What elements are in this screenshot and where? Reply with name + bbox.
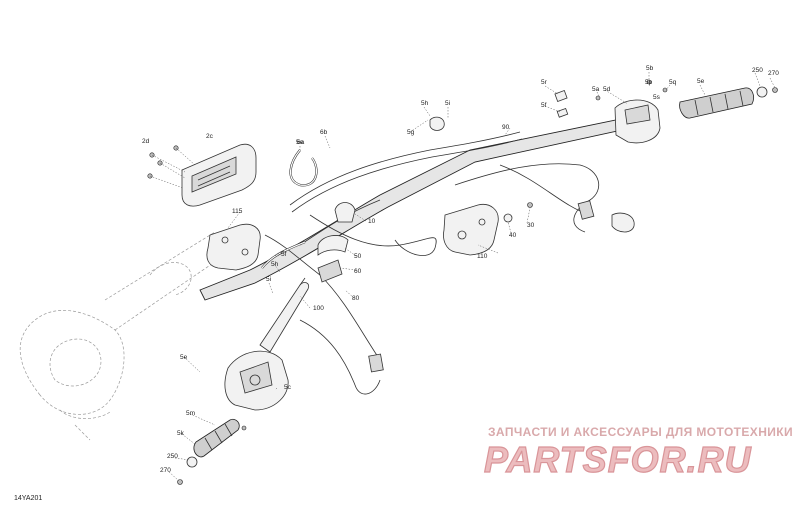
callout-5h-mid: 5h <box>271 261 279 268</box>
display-cluster <box>181 143 257 207</box>
callout-5s: 5s <box>653 94 661 101</box>
mount-clamp-110 <box>443 203 499 256</box>
leader-lines <box>168 72 776 481</box>
callout-90: 90 <box>502 124 510 131</box>
clamp-pieces <box>317 116 445 283</box>
watermark: ЗАПЧАСТИ И АКСЕССУАРЫ ДЛЯ МОТОТЕХНИКИ PA… <box>483 425 793 481</box>
callout-5q: 5q <box>669 79 677 86</box>
callout-60: 60 <box>354 268 362 275</box>
callout-5e-top: 5e <box>296 139 304 146</box>
callout-5m: 5m <box>186 410 195 417</box>
callout-5f-mid: 5f <box>281 251 287 258</box>
callout-5i-mid: 5i <box>266 276 271 283</box>
wire-ties <box>261 149 318 269</box>
callout-5e-right: 5e <box>697 78 705 85</box>
callout-5g: 5g <box>407 129 415 136</box>
screws-2d <box>147 145 196 189</box>
callout-5f-top: 5f <box>541 102 547 109</box>
callout-250-right: 250 <box>752 67 763 74</box>
callout-115: 115 <box>232 208 243 215</box>
handlebar <box>199 114 646 301</box>
callout-100: 100 <box>313 305 324 312</box>
steering-column-outline <box>19 231 226 441</box>
right-switch-housing <box>614 99 661 144</box>
callout-270-right: 270 <box>768 70 779 77</box>
callout-5b: 5b <box>646 65 654 72</box>
callout-6b: 6b <box>320 129 328 136</box>
watermark-subtitle: ЗАПЧАСТИ И АКСЕССУАРЫ ДЛЯ МОТОТЕХНИКИ <box>488 425 793 439</box>
watermark-brand: PARTSFOR.RU <box>484 439 752 480</box>
callout-80: 80 <box>352 295 360 302</box>
callout-2c: 2c <box>206 133 214 140</box>
callout-10: 10 <box>368 218 376 225</box>
callout-5r: 5r <box>541 79 548 86</box>
callout-2d: 2d <box>142 138 150 145</box>
small-parts-top-right <box>503 79 668 223</box>
callout-250-left: 250 <box>167 453 178 460</box>
callout-5k: 5k <box>177 430 185 437</box>
callout-50: 50 <box>354 253 362 260</box>
connectors <box>368 200 635 373</box>
mount-clamp-115 <box>206 223 261 271</box>
right-grip <box>679 86 778 119</box>
left-grip <box>177 418 247 485</box>
diagram-code: 14YA201 <box>14 495 42 502</box>
callout-40: 40 <box>509 232 517 239</box>
throttle-lever <box>259 277 310 353</box>
callout-270-left: 270 <box>160 467 171 474</box>
left-switch-housing <box>224 350 289 411</box>
callout-labels: 2c 2d 5a 5b 5c 5d 5e 5e 5e 5f 5f 5g 5h 5… <box>142 65 779 474</box>
callout-5p: 5p <box>645 79 653 86</box>
callout-5e-left: 5e <box>180 354 188 361</box>
callout-5d: 5d <box>603 86 611 93</box>
callout-6a: 6a <box>297 139 305 146</box>
callout-5h-top: 5h <box>421 100 429 107</box>
callout-5c: 5c <box>284 384 292 391</box>
callout-110: 110 <box>477 253 488 260</box>
callout-30: 30 <box>527 222 535 229</box>
callout-5a: 5a <box>592 86 600 93</box>
callout-5i-top: 5i <box>445 100 450 107</box>
